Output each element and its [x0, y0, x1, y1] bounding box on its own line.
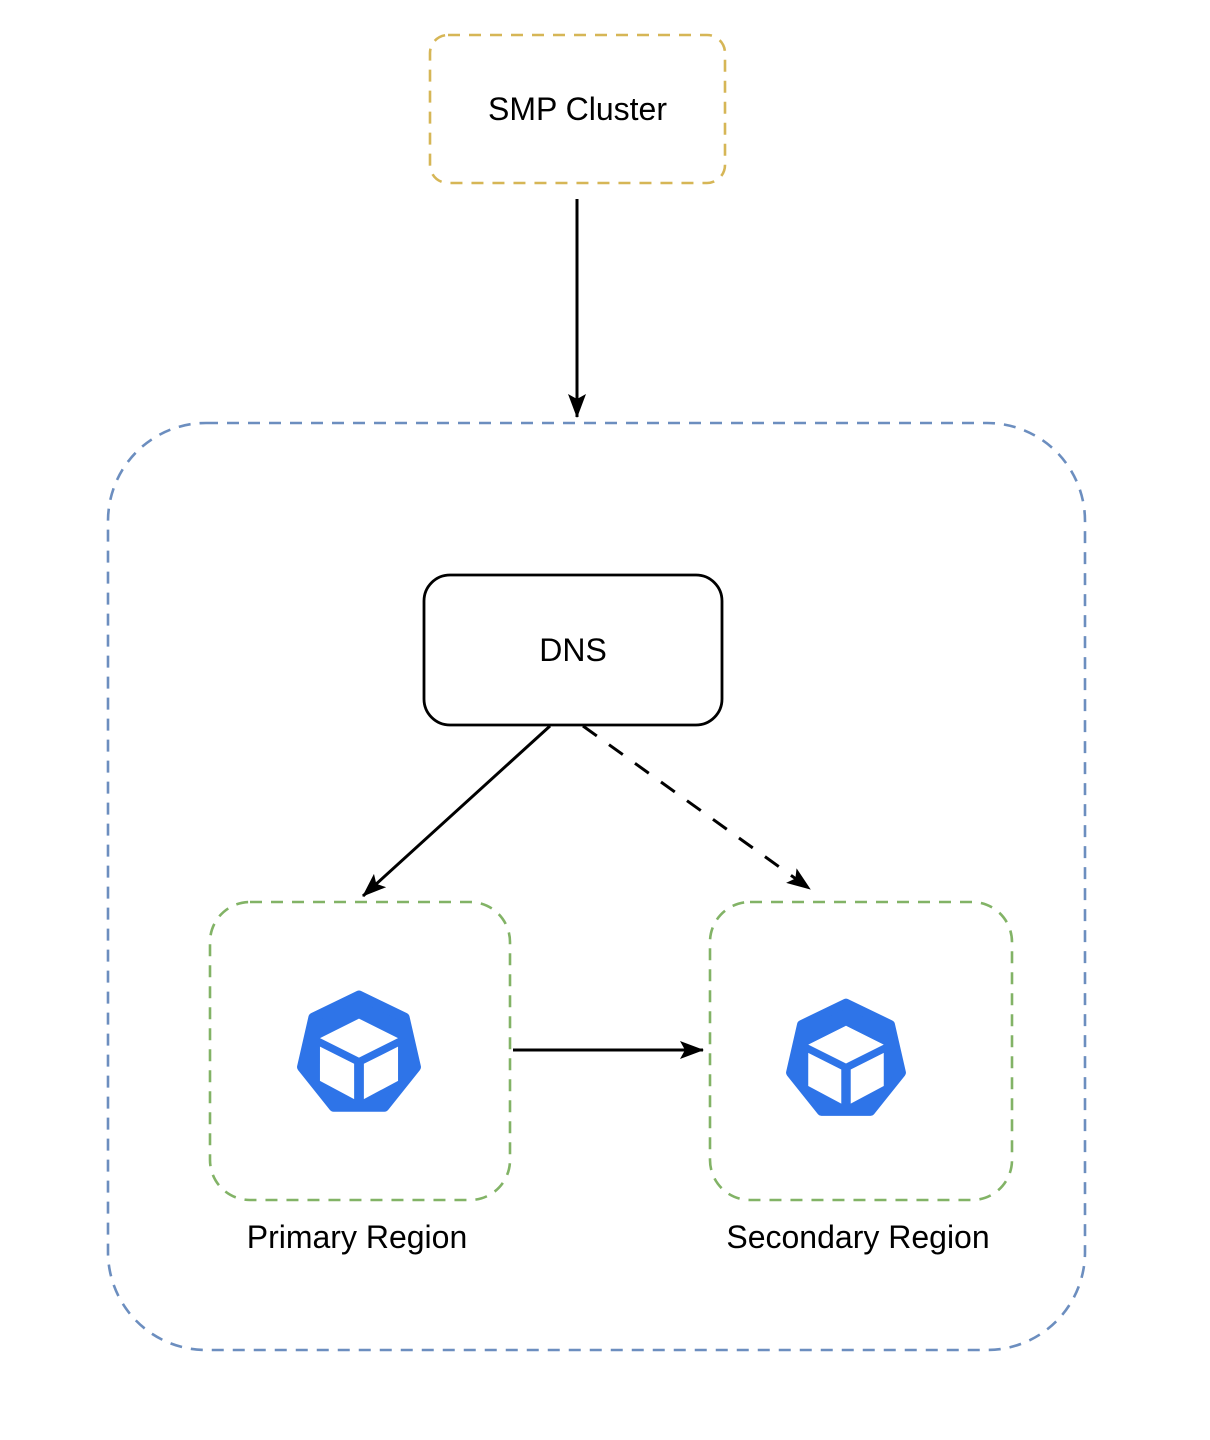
secondary-region-label: Secondary Region	[726, 1219, 990, 1255]
primary-region-label: Primary Region	[246, 1219, 468, 1255]
node-secondary-region[interactable]	[710, 902, 1012, 1200]
smp-cluster-box-border	[428, 33, 727, 185]
edge-dns-to-primary-region	[361, 724, 552, 898]
node-primary-region[interactable]	[210, 902, 510, 1200]
kubernetes-node-icon	[786, 998, 906, 1116]
kubernetes-node-icon	[297, 990, 421, 1112]
node-dns[interactable]: DNS	[424, 575, 722, 725]
dns-label: DNS	[539, 631, 607, 668]
edge-dns-to-secondary-region	[582, 724, 811, 891]
regions-container-border	[106, 421, 1087, 1352]
dns-box-border	[422, 573, 724, 727]
smp-cluster-label: SMP Cluster	[487, 90, 667, 127]
node-smp-cluster[interactable]: SMP Cluster	[430, 35, 725, 183]
